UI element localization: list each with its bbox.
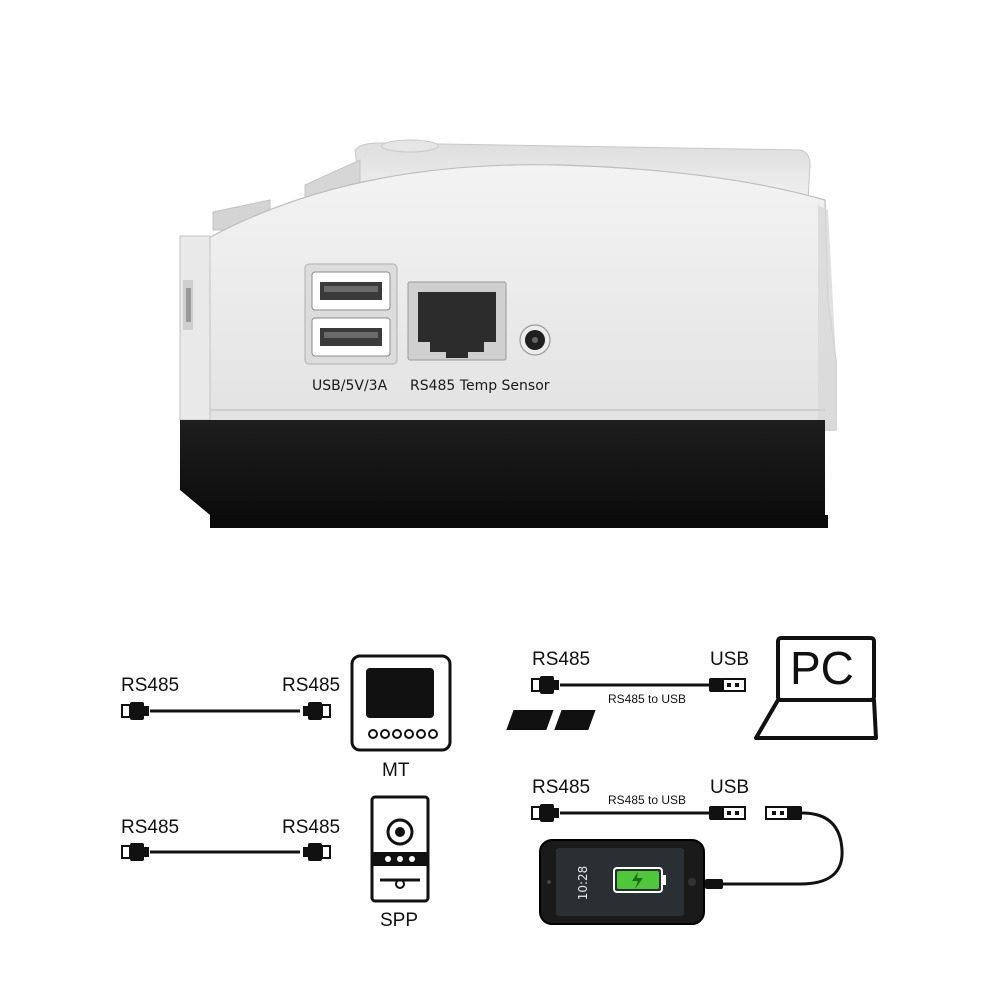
- phone-left-label: RS485: [532, 777, 591, 798]
- spp-device: [370, 795, 430, 903]
- mt-device: [350, 654, 452, 752]
- phone-cable: [531, 803, 844, 889]
- mt-device-label: MT: [382, 760, 410, 781]
- pc-cable: [531, 675, 746, 695]
- mt-cable: [121, 701, 331, 721]
- spp-cable: [121, 842, 331, 862]
- spp-left-label: RS485: [121, 817, 180, 838]
- pc-right-label: USB: [710, 649, 750, 670]
- laptop-icon: [506, 636, 878, 740]
- spp-device-label: SPP: [380, 910, 419, 931]
- phone-cable-label: RS485 to USB: [608, 793, 687, 807]
- smartphone: [539, 839, 705, 925]
- phone-clock: 10:28: [576, 865, 590, 901]
- rs485-port: [407, 281, 507, 361]
- spp-right-label: RS485: [282, 817, 341, 838]
- mt-left-label: RS485: [121, 675, 180, 696]
- pc-device-label: PC: [790, 642, 854, 694]
- device-base: [180, 409, 828, 528]
- rs485-port-label: RS485 Temp Sensor: [410, 378, 550, 394]
- phone-right-label: USB: [710, 777, 750, 798]
- mt-right-label: RS485: [282, 675, 341, 696]
- temp-sensor-jack: [519, 324, 551, 356]
- usb-port-stack: [304, 263, 398, 365]
- usb-port-label: USB/5V/3A: [312, 378, 388, 394]
- pc-left-label: RS485: [532, 649, 591, 670]
- pc-cable-label: RS485 to USB: [608, 692, 687, 706]
